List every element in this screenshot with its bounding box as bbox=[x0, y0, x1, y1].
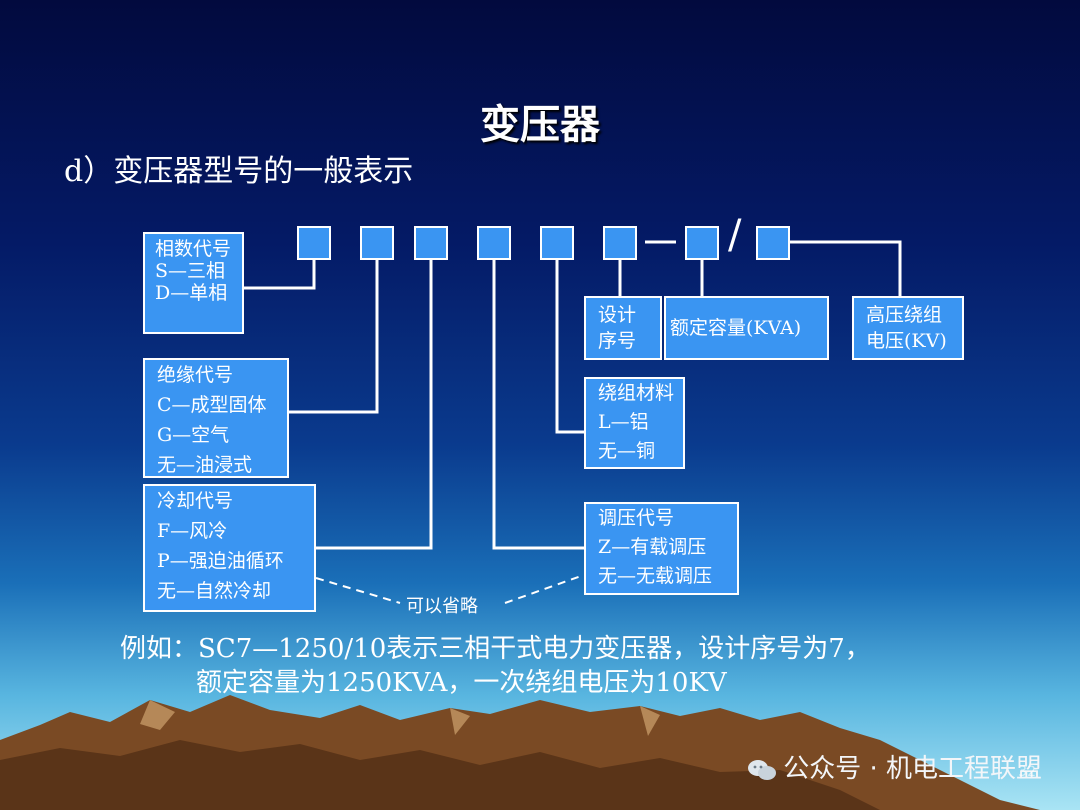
wechat-watermark: 公众号 · 机电工程联盟 bbox=[747, 748, 1042, 785]
cooling-code-title: 冷却代号 bbox=[157, 490, 234, 512]
wechat-icon bbox=[747, 758, 777, 782]
insulation-code-box: 绝缘代号 C—成型固体 G—空气 无—油浸式 bbox=[143, 358, 289, 478]
insulation-code-line: 无—油浸式 bbox=[157, 454, 253, 476]
code-square-voltage bbox=[756, 226, 790, 260]
hv-winding-voltage-line: 高压绕组 bbox=[866, 304, 943, 326]
cooling-code-line: P—强迫油循环 bbox=[157, 550, 284, 572]
code-square-cooling bbox=[414, 226, 448, 260]
winding-material-line: 无—铜 bbox=[598, 440, 656, 462]
design-serial-line: 序号 bbox=[598, 330, 637, 352]
winding-material-title: 绕组材料 bbox=[598, 382, 675, 404]
page-subtitle: d）变压器型号的一般表示 bbox=[64, 154, 414, 189]
cooling-code-line: F—风冷 bbox=[157, 520, 228, 542]
winding-material-box: 绕组材料 L—铝 无—铜 bbox=[584, 377, 685, 469]
example-line-1: 例如：SC7—1250/10表示三相干式电力变压器，设计序号为7， bbox=[120, 634, 871, 664]
phase-code-title: 相数代号 bbox=[155, 238, 232, 260]
example-line-2: 额定容量为1250KVA，一次绕组电压为10KV bbox=[196, 668, 727, 698]
code-square-design bbox=[603, 226, 637, 260]
phase-code-box: 相数代号 S—三相 D—单相 bbox=[143, 232, 244, 334]
code-square-insulation bbox=[360, 226, 394, 260]
voltage-regulation-title: 调压代号 bbox=[598, 507, 675, 529]
voltage-regulation-line: Z—有载调压 bbox=[598, 536, 707, 558]
insulation-code-line: C—成型固体 bbox=[157, 394, 267, 416]
code-square-capacity bbox=[685, 226, 719, 260]
insulation-code-title: 绝缘代号 bbox=[157, 364, 234, 386]
hv-winding-voltage-box: 高压绕组 电压(KV) bbox=[852, 296, 964, 360]
voltage-regulation-line: 无—无载调压 bbox=[598, 565, 713, 587]
page-number: 32 bbox=[1018, 764, 1036, 780]
rated-capacity-box: 额定容量(KVA) bbox=[664, 296, 829, 360]
design-serial-box: 设计 序号 bbox=[584, 296, 662, 360]
design-serial-line: 设计 bbox=[598, 304, 637, 326]
insulation-code-line: G—空气 bbox=[157, 424, 230, 446]
code-square-winding bbox=[540, 226, 574, 260]
watermark-text: 公众号 · 机电工程联盟 bbox=[783, 754, 1042, 784]
cooling-code-line: 无—自然冷却 bbox=[157, 580, 272, 602]
cooling-code-box: 冷却代号 F—风冷 P—强迫油循环 无—自然冷却 bbox=[143, 484, 316, 612]
hv-winding-voltage-line: 电压(KV) bbox=[866, 330, 947, 352]
phase-code-line: S—三相 bbox=[155, 260, 226, 282]
phase-code-line: D—单相 bbox=[155, 282, 228, 304]
winding-material-line: L—铝 bbox=[598, 411, 649, 433]
rated-capacity-label: 额定容量(KVA) bbox=[670, 317, 802, 339]
code-square-phase bbox=[297, 226, 331, 260]
code-square-regulation bbox=[477, 226, 511, 260]
slash-separator: / bbox=[728, 212, 742, 258]
voltage-regulation-box: 调压代号 Z—有载调压 无—无载调压 bbox=[584, 502, 739, 595]
example-text: 例如：SC7—1250/10表示三相干式电力变压器，设计序号为7， 额定容量为1… bbox=[120, 632, 871, 700]
omit-note: 可以省略 bbox=[406, 596, 478, 617]
page-title: 变压器 bbox=[480, 101, 600, 148]
